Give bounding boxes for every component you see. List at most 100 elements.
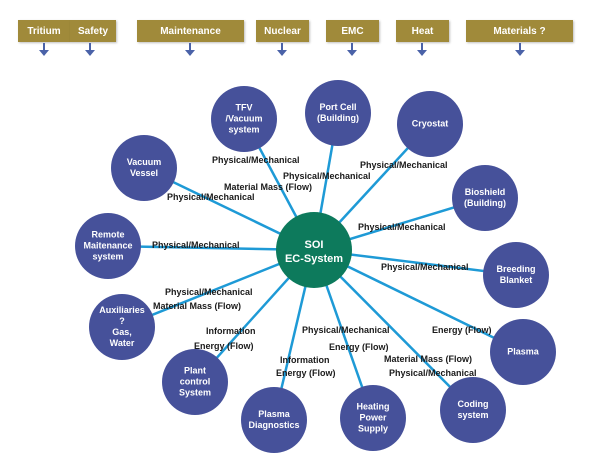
node-label-line: Supply xyxy=(357,423,389,434)
tab-safety[interactable]: Safety xyxy=(70,20,116,42)
node-label-line: Maitenance xyxy=(83,240,133,251)
node-plasma[interactable] xyxy=(490,319,556,385)
node-label-line: Power xyxy=(359,412,387,423)
node-label-line: system xyxy=(457,410,489,420)
node-plant-control[interactable] xyxy=(162,349,228,415)
node-coding-system[interactable] xyxy=(440,377,506,443)
node-label-line: Heating xyxy=(356,401,390,412)
edge-label: Energy (Flow) xyxy=(276,368,336,378)
node-label-line: System xyxy=(178,387,212,398)
node-plasma-diagnostics[interactable] xyxy=(241,387,307,453)
node-label-line: Vessel xyxy=(129,168,159,178)
edge-plasma xyxy=(313,248,524,354)
node-tfv[interactable] xyxy=(211,86,277,152)
node-label-line: ? xyxy=(119,316,125,326)
node-label-line: Auxiliaries xyxy=(99,305,145,315)
tab-materials[interactable]: Materials ? xyxy=(466,20,573,42)
diagram-nodes xyxy=(75,80,556,453)
node-label-line: Bioshield xyxy=(464,187,506,197)
node-bioshield[interactable] xyxy=(452,165,518,231)
tab-heat[interactable]: Heat xyxy=(396,20,449,42)
edge-label: Physical/Mechanical xyxy=(212,155,300,165)
node-label-line: Blanket xyxy=(499,275,533,285)
edge-label: Physical/Mechanical xyxy=(167,192,255,202)
down-arrow-icon xyxy=(185,43,195,57)
node-label-line: TFV xyxy=(235,102,253,113)
node-label-cryostat: Cryostat xyxy=(412,119,449,130)
down-arrow-icon xyxy=(515,43,525,57)
edge-label: Energy (Flow) xyxy=(194,341,254,351)
node-label-line: Remote xyxy=(91,229,125,240)
edge-label: Information xyxy=(206,326,256,336)
node-heating-power-supply[interactable] xyxy=(340,385,406,451)
node-label-line: Port Cell xyxy=(319,102,357,112)
node-label-line: system xyxy=(228,124,260,135)
tab-tritium-label: Tritium xyxy=(27,25,61,37)
tab-maintenance[interactable]: Maintenance xyxy=(137,20,244,42)
tab-emc-label: EMC xyxy=(341,25,364,37)
tab-nuclear-label: Nuclear xyxy=(264,25,301,37)
node-label-line: (Building) xyxy=(317,113,359,123)
node-label-line: Gas, xyxy=(112,327,132,337)
node-label-line: Coding xyxy=(457,399,489,409)
tab-maintenance-label: Maintenance xyxy=(160,25,221,37)
down-arrow-icon xyxy=(277,43,287,57)
center-node[interactable] xyxy=(276,212,352,288)
edge-label: Energy (Flow) xyxy=(432,325,492,335)
node-label-line: Vacuum xyxy=(126,157,162,167)
edge-label: Physical/Mechanical xyxy=(302,325,390,335)
node-label-auxiliaries: Auxiliaries?Gas,Water xyxy=(99,305,145,349)
node-label-line: Plasma xyxy=(507,346,539,357)
down-arrow-icon xyxy=(85,43,95,57)
node-label-line: (Building) xyxy=(464,198,506,208)
edge-label: Physical/Mechanical xyxy=(358,222,446,232)
edge-label: Physical/Mechanical xyxy=(165,287,253,297)
node-label-line: Diagnostics xyxy=(248,420,300,430)
node-auxiliaries[interactable] xyxy=(89,294,155,360)
node-label-plasma: Plasma xyxy=(507,347,539,358)
node-cryostat[interactable] xyxy=(397,91,463,157)
node-label-line: system xyxy=(92,251,124,262)
node-label-line: Plasma xyxy=(258,409,290,419)
edge-label: Energy (Flow) xyxy=(329,342,389,352)
node-breeding-blanket[interactable] xyxy=(483,242,549,308)
node-label-line: Breeding xyxy=(496,264,536,274)
tab-emc[interactable]: EMC xyxy=(326,20,379,42)
edge-label: Material Mass (Flow) xyxy=(384,354,473,364)
center-line-1: SOI xyxy=(304,239,324,251)
node-port-cell[interactable] xyxy=(305,80,371,146)
edge-label: Information xyxy=(280,355,330,365)
node-label-bioshield: Bioshield(Building) xyxy=(464,187,506,209)
center-line-2: EC-System xyxy=(284,253,344,265)
tab-tritium[interactable]: Tritium xyxy=(18,20,70,42)
edge-label: Material Mass (Flow) xyxy=(153,301,242,311)
node-label-line: Cryostat xyxy=(411,118,449,129)
tab-heat-label: Heat xyxy=(411,25,434,37)
down-arrow-icon xyxy=(417,43,427,57)
node-label-line: Plant xyxy=(183,365,206,376)
center-node-label: SOI EC-System xyxy=(285,238,343,266)
node-remote-maintenance[interactable] xyxy=(75,213,141,279)
edge-label: Material Mass (Flow) xyxy=(224,182,313,192)
tab-nuclear[interactable]: Nuclear xyxy=(256,20,309,42)
edge-label: Physical/Mechanical xyxy=(360,160,448,170)
edge-label: Physical/Mechanical xyxy=(389,368,477,378)
node-label-port-cell: Port Cell(Building) xyxy=(317,102,359,124)
edge-label: Physical/Mechanical xyxy=(381,262,469,272)
down-arrow-icon xyxy=(39,43,49,57)
node-label-line: /Vacuum xyxy=(225,113,263,124)
node-label-line: Water xyxy=(109,338,135,348)
tab-safety-label: Safety xyxy=(77,25,108,37)
node-vacuum-vessel[interactable] xyxy=(111,135,177,201)
edge-label: Physical/Mechanical xyxy=(152,240,240,250)
edge-label: Physical/Mechanical xyxy=(283,171,371,181)
